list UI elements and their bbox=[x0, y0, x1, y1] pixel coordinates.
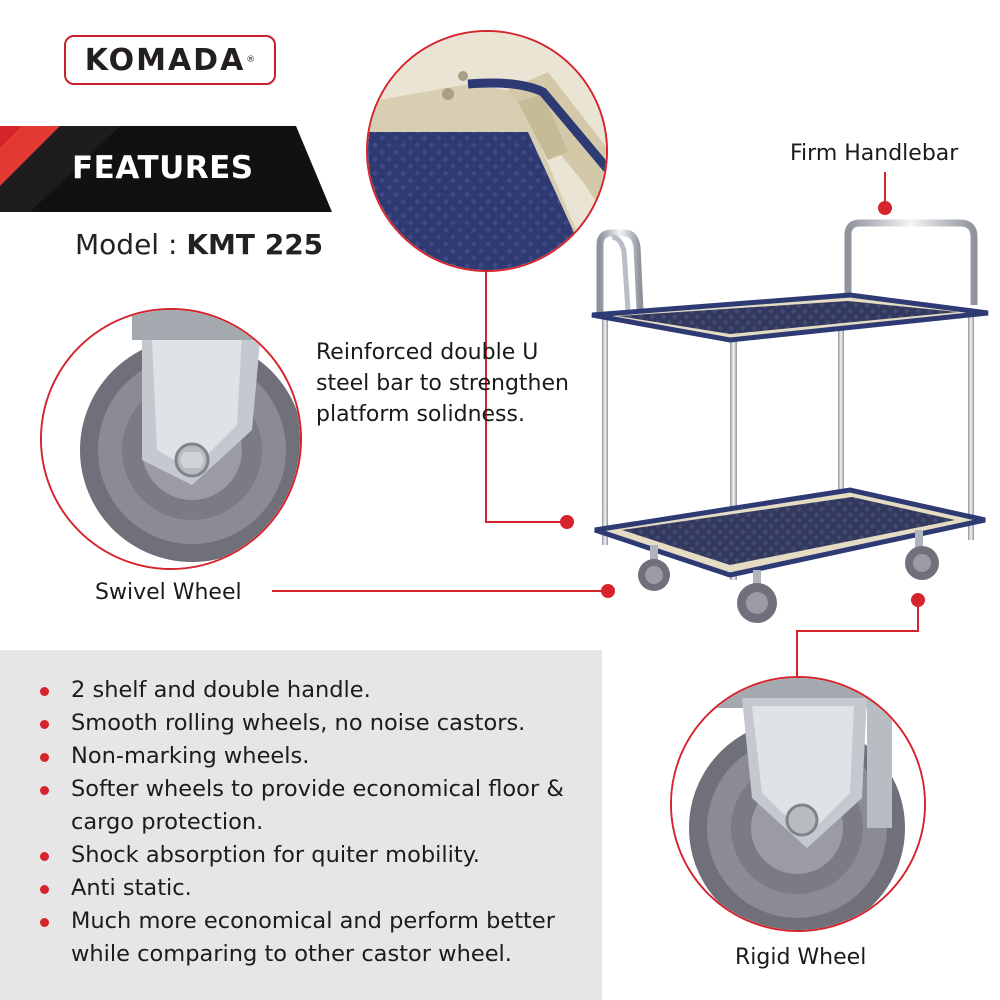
rigid-wheel-image bbox=[672, 678, 924, 930]
list-item: 2 shelf and double handle. bbox=[40, 674, 600, 707]
list-item: Anti static. bbox=[40, 872, 600, 905]
model-number: KMT 225 bbox=[186, 228, 324, 261]
caster-back-right bbox=[905, 530, 939, 580]
bullet-icon bbox=[40, 687, 49, 696]
swivel-wheel-circle bbox=[40, 308, 302, 570]
rigid-wheel-circle bbox=[670, 676, 926, 932]
list-item: Much more economical and perform better … bbox=[40, 905, 600, 971]
logo-text: KOMADA bbox=[84, 42, 246, 78]
list-item: Smooth rolling wheels, no noise castors. bbox=[40, 707, 600, 740]
callout-reinforced-line: steel bar to strengthen bbox=[316, 371, 569, 396]
bullet-icon bbox=[40, 918, 49, 927]
registered-mark: ® bbox=[246, 55, 256, 65]
model-line: Model : KMT 225 bbox=[75, 228, 323, 261]
caster-front-right bbox=[737, 570, 777, 623]
brand-logo: KOMADA® bbox=[64, 35, 276, 85]
callout-handlebar: Firm Handlebar bbox=[790, 141, 959, 166]
callout-reinforced-line: platform solidness. bbox=[316, 402, 525, 427]
bullet-icon bbox=[40, 786, 49, 795]
list-item: Shock absorption for quiter mobility. bbox=[40, 839, 600, 872]
callout-swivel: Swivel Wheel bbox=[95, 580, 242, 605]
features-list: 2 shelf and double handle. Smooth rollin… bbox=[40, 674, 600, 971]
list-item: Non-marking wheels. bbox=[40, 740, 600, 773]
banner-title: FEATURES bbox=[72, 150, 254, 186]
bullet-icon bbox=[40, 720, 49, 729]
features-banner bbox=[0, 126, 332, 212]
caster-front-left bbox=[638, 545, 670, 591]
swivel-wheel-image bbox=[42, 310, 300, 568]
tray-corner-image bbox=[368, 32, 606, 270]
callout-reinforced-line: Reinforced double U bbox=[316, 340, 539, 365]
callout-reinforced: Reinforced double U steel bar to strengt… bbox=[316, 337, 569, 430]
bullet-icon bbox=[40, 885, 49, 894]
tray-detail-circle bbox=[366, 30, 608, 272]
list-item: Softer wheels to provide economical floo… bbox=[40, 773, 600, 839]
trolley-image bbox=[591, 219, 989, 623]
model-label: Model : bbox=[75, 228, 187, 261]
callout-rigid: Rigid Wheel bbox=[735, 945, 867, 970]
bullet-icon bbox=[40, 753, 49, 762]
features-panel bbox=[0, 650, 602, 1000]
bullet-icon bbox=[40, 852, 49, 861]
